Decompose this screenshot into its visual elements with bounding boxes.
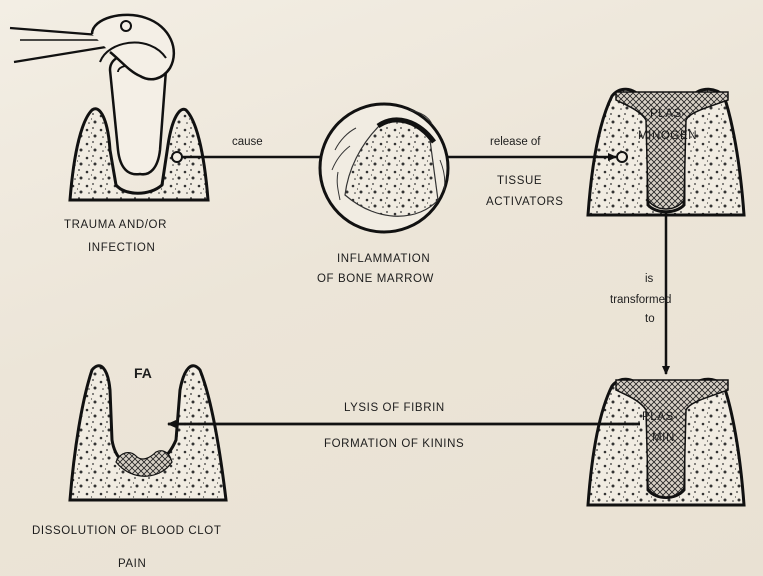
label-release-of: release of (490, 136, 541, 148)
inflammation-bone-marrow-illustration (320, 104, 448, 232)
label-plasmin-1: PLAS- (642, 411, 678, 423)
label-infection: INFECTION (88, 242, 155, 254)
label-is: is (645, 273, 654, 285)
label-inflammation: INFLAMMATION (337, 253, 430, 265)
label-fa: FA (134, 365, 152, 381)
label-to: to (645, 313, 655, 325)
label-tissue: TISSUE (497, 175, 542, 187)
label-transformed: transformed (610, 294, 671, 306)
label-plasmin-2: MIN (652, 432, 675, 444)
socket-dry-socket (70, 366, 226, 500)
label-formation-of-kinins: FORMATION OF KININS (324, 438, 464, 450)
label-trauma: TRAUMA AND/OR (64, 219, 167, 231)
label-lysis-of-fibrin: LYSIS OF FIBRIN (344, 402, 445, 414)
label-plasminogen-2: MINOGEN (638, 130, 697, 142)
label-cause: cause (232, 136, 263, 148)
label-activators: ACTIVATORS (486, 196, 564, 208)
label-of-bone-marrow: OF BONE MARROW (317, 273, 434, 285)
forceps-icon (10, 15, 174, 79)
label-dissolution: DISSOLUTION OF BLOOD CLOT (32, 525, 221, 537)
label-plasminogen-1: PLAS- (650, 108, 686, 120)
label-pain: PAIN (118, 558, 146, 570)
